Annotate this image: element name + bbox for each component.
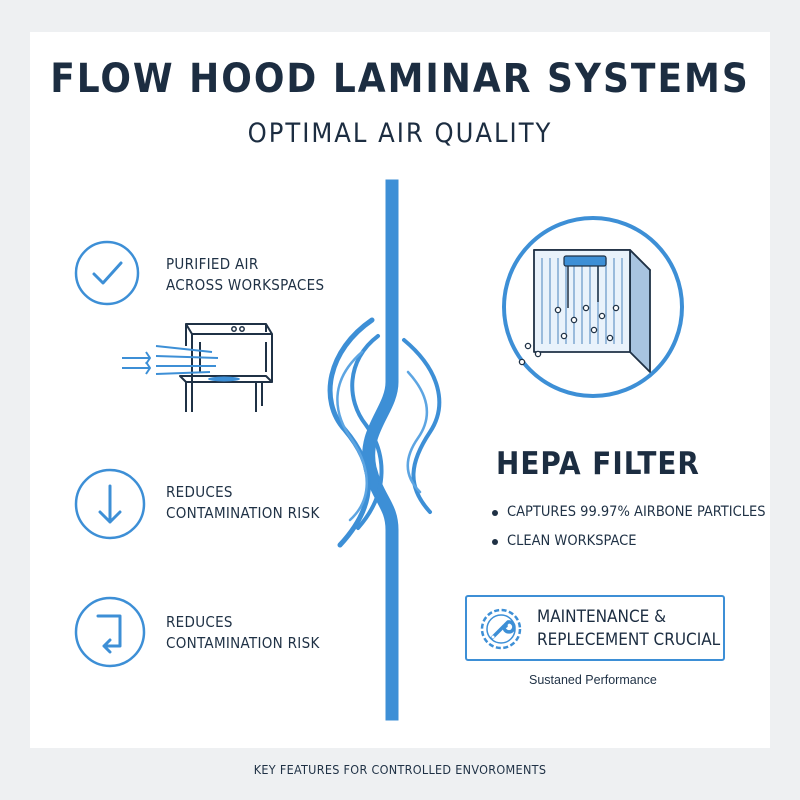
bullet-text: CAPTURES 99.97% AIRBONE PARTICLES xyxy=(507,504,766,520)
hepa-bullets: CAPTURES 99.97% AIRBONE PARTICLES CLEAN … xyxy=(492,498,766,556)
feature-line-1: PURIFIED AIR xyxy=(166,255,259,273)
feature-line-1: REDUCES xyxy=(166,483,233,501)
maintenance-line-1: MAINTENANCE & xyxy=(537,607,667,627)
arrow-down-circle-icon xyxy=(74,468,146,540)
feature-line-2: ACROSS WORKSPACES xyxy=(166,276,325,294)
feature-contamination-2: REDUCES CONTAMINATION RISK xyxy=(166,612,320,654)
bullet-dot xyxy=(492,538,498,545)
list-item: CLEAN WORKSPACE xyxy=(492,527,766,556)
feature-line-1: REDUCES xyxy=(166,613,233,631)
bullet-dot xyxy=(492,509,498,516)
hepa-title: HEPA FILTER xyxy=(496,446,700,482)
maintenance-text: MAINTENANCE & REPLECEMENT CRUCIAL xyxy=(537,606,720,652)
page-subtitle: OPTIMAL AIR QUALITY xyxy=(247,118,553,149)
list-item: CAPTURES 99.97% AIRBONE PARTICLES xyxy=(492,498,766,527)
laminar-hood-icon xyxy=(122,323,273,412)
feature-line-2: CONTAMINATION RISK xyxy=(166,634,320,652)
feature-purified-air: PURIFIED AIR ACROSS WORKSPACES xyxy=(166,254,324,296)
divider-line xyxy=(362,179,399,721)
feature-line-2: CONTAMINATION RISK xyxy=(166,504,320,522)
wrench-gear-icon xyxy=(480,608,522,650)
bullet-text: CLEAN WORKSPACE xyxy=(507,533,637,549)
maintenance-box: MAINTENANCE & REPLECEMENT CRUCIAL xyxy=(465,595,725,661)
return-arrow-circle-icon xyxy=(74,596,146,668)
footer-caption: KEY FEATURES FOR CONTROLLED ENVOROMENTS xyxy=(253,762,547,777)
maintenance-line-2: REPLECEMENT CRUCIAL xyxy=(537,630,721,650)
feature-contamination-1: REDUCES CONTAMINATION RISK xyxy=(166,482,320,524)
airflow-waves xyxy=(327,317,442,548)
check-circle-icon xyxy=(74,240,140,306)
sustained-caption: Sustaned Performance xyxy=(529,673,657,687)
page-title: FLOW HOOD LAMINAR SYSTEMS xyxy=(50,56,750,102)
hepa-filter-icon xyxy=(502,216,684,398)
